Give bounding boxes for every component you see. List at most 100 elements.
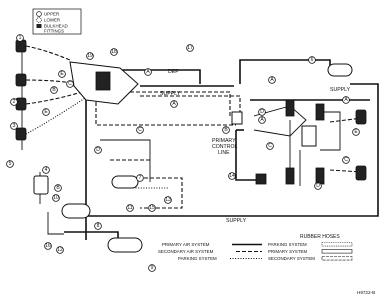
fittings-legend: UPPER LOWER BULKHEAD FITTINGS xyxy=(32,8,82,35)
callout-2: 2 xyxy=(10,98,18,106)
callout-A4: A xyxy=(258,116,266,124)
svg-text:16: 16 xyxy=(45,243,51,249)
svg-text:9: 9 xyxy=(151,265,154,271)
svg-text:A: A xyxy=(146,69,150,75)
svg-text:1: 1 xyxy=(19,35,22,41)
svg-text:3: 3 xyxy=(13,123,16,129)
callout-E2: E xyxy=(58,70,66,78)
svg-text:C: C xyxy=(68,81,72,87)
svg-text:4: 4 xyxy=(45,167,48,173)
left-rear-chamber-lower xyxy=(15,127,27,141)
callout-18: 18 xyxy=(110,48,118,56)
legend-bulkhead-2: FITTINGS xyxy=(44,29,64,34)
components xyxy=(15,39,367,253)
legend-hose-primary-swatch xyxy=(321,249,353,254)
legend-primary-air: PRIMARY AIR SYSTEM xyxy=(162,242,210,247)
svg-text:A: A xyxy=(270,77,274,83)
callout-B2: B xyxy=(54,184,62,192)
callout-11: 11 xyxy=(126,204,134,212)
callout-B1: B xyxy=(50,86,58,94)
callout-C2: C xyxy=(136,126,144,134)
legend-secondary-air: SECONDARY AIR SYSTEM xyxy=(158,249,214,254)
callout-12: 12 xyxy=(56,246,64,254)
callout-A1: A xyxy=(144,68,152,76)
svg-text:2: 2 xyxy=(13,99,16,105)
legend-lower: LOWER xyxy=(44,18,60,23)
relay-valve-3 xyxy=(285,167,295,185)
callout-C3: C xyxy=(266,142,274,150)
legend-upper: UPPER xyxy=(44,12,59,17)
left-mid-chamber xyxy=(15,73,27,87)
label-supply-bottom: SUPPLY xyxy=(226,218,247,224)
legend-hose-parking-swatch xyxy=(321,242,353,247)
quick-release-valve xyxy=(301,125,317,147)
callout-3: 3 xyxy=(10,122,18,130)
svg-text:14: 14 xyxy=(229,173,235,179)
callout-7: 7 xyxy=(136,174,144,182)
svg-text:A: A xyxy=(172,101,176,107)
callouts: 1 2 3 4 5 6 7 8 9 10 11 12 13 14 15 16 1… xyxy=(6,34,360,272)
svg-text:B: B xyxy=(224,127,228,133)
svg-text:B: B xyxy=(56,185,60,191)
svg-text:8: 8 xyxy=(97,223,100,229)
left-front-chamber xyxy=(15,39,27,53)
svg-text:13: 13 xyxy=(165,197,171,203)
middle-tank xyxy=(111,175,139,189)
legend-hose-secondary: SECONDARY SYSTEM xyxy=(268,256,315,261)
callout-8: 8 xyxy=(94,222,102,230)
lower-tank-right xyxy=(107,237,143,253)
callout-10: 10 xyxy=(52,194,60,202)
callout-A2: A xyxy=(170,100,178,108)
svg-text:D: D xyxy=(316,183,320,189)
lower-tank-left xyxy=(61,203,91,219)
relay-valve-4 xyxy=(315,167,325,185)
label-supply-top-right: SUPPLY xyxy=(330,87,351,93)
upper-fitting-icon xyxy=(36,11,42,17)
label-def: DEF xyxy=(168,69,178,75)
label-primary-control-1: PRIMARY xyxy=(212,138,236,144)
right-chamber-upper xyxy=(355,109,367,125)
svg-text:D: D xyxy=(260,109,264,115)
callout-4: 4 xyxy=(42,166,50,174)
left-rear-chamber-upper xyxy=(15,97,27,111)
svg-text:A: A xyxy=(260,117,264,123)
svg-text:C: C xyxy=(138,127,142,133)
callout-9: 9 xyxy=(148,264,156,272)
svg-text:15: 15 xyxy=(149,205,155,211)
line-legend: PRIMARY AIR SYSTEM SECONDARY AIR SYSTEM … xyxy=(158,234,353,261)
manifold-core xyxy=(95,71,111,91)
svg-text:11: 11 xyxy=(127,205,132,211)
callout-A5: A xyxy=(342,96,350,104)
svg-text:10: 10 xyxy=(53,195,59,201)
svg-text:E: E xyxy=(354,129,358,135)
callout-C4: C xyxy=(342,156,350,164)
callout-13: 13 xyxy=(164,196,172,204)
callout-19: 19 xyxy=(86,52,94,60)
svg-text:C: C xyxy=(344,157,348,163)
svg-text:7: 7 xyxy=(139,175,142,181)
right-chamber-lower xyxy=(355,165,367,181)
callout-D2: D xyxy=(258,108,266,116)
legend-hose-parking: PARKING SYSTEM xyxy=(268,242,307,247)
legend-hoses-title: RUBBER HOSES xyxy=(300,234,340,240)
junction-block xyxy=(231,111,243,125)
callout-C1: C xyxy=(66,80,74,88)
legend-hose-primary: PRIMARY SYSTEM xyxy=(268,249,307,254)
callout-17: 17 xyxy=(186,44,194,52)
label-primary-control-2: CONTROL xyxy=(212,144,237,150)
svg-text:E: E xyxy=(60,71,64,77)
figure-id: H9722-B xyxy=(357,290,375,295)
legend-bulkhead-1: BULKHEAD xyxy=(44,24,68,29)
svg-text:6: 6 xyxy=(311,57,314,63)
svg-text:E: E xyxy=(44,109,48,115)
svg-text:12: 12 xyxy=(57,247,63,253)
callout-B3: B xyxy=(222,126,230,134)
callout-D3: D xyxy=(314,182,322,190)
svg-text:A: A xyxy=(344,97,348,103)
lower-fitting-icon xyxy=(36,17,42,23)
callout-5: 5 xyxy=(6,160,14,168)
relay-valve-2 xyxy=(315,103,325,121)
bulkhead-fitting-icon xyxy=(36,24,42,28)
label-primary-control-3: LINE xyxy=(218,150,230,156)
